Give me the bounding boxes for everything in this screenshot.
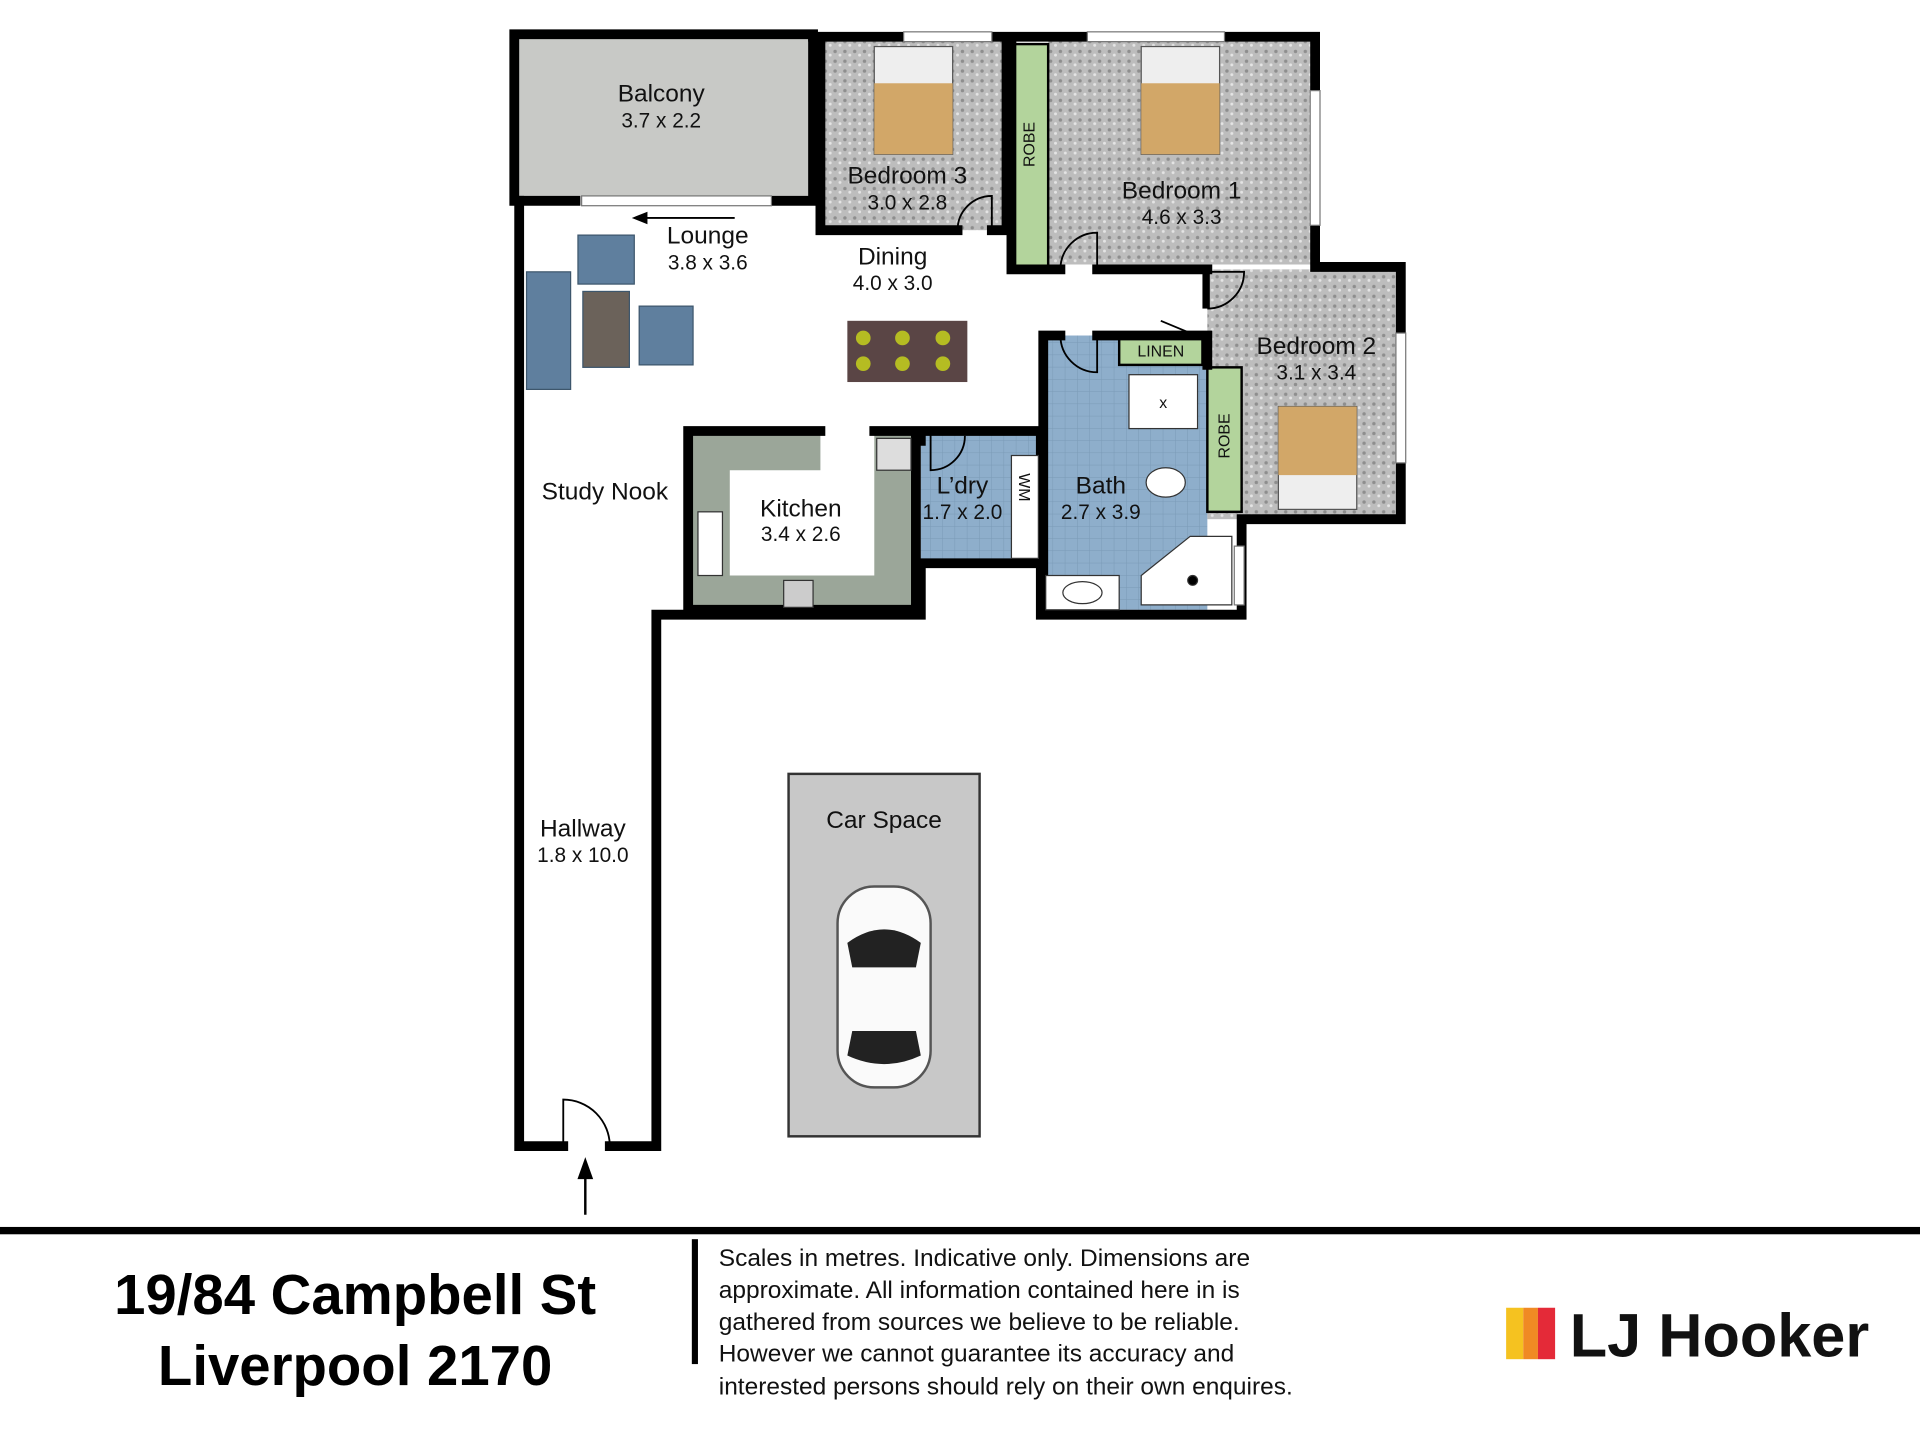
entry-arrow-icon <box>577 1157 594 1215</box>
balcony-dims: 3.7 x 2.2 <box>621 109 701 132</box>
doors <box>562 194 1246 1147</box>
walls <box>509 29 1406 1152</box>
kitchen-label: Kitchen <box>760 496 842 523</box>
beds <box>873 45 1358 510</box>
laundry-dims: 1.7 x 2.0 <box>923 501 1003 524</box>
kitchen-dims: 3.4 x 2.6 <box>761 523 841 546</box>
robe2 <box>1206 366 1243 514</box>
bedroom1-dims: 4.6 x 3.3 <box>1142 206 1222 229</box>
bath-label: Bath <box>1076 472 1126 499</box>
lounge-label: Lounge <box>667 223 749 250</box>
lounge-dims: 3.8 x 3.6 <box>668 251 748 274</box>
car-icon <box>836 885 932 1089</box>
bath-dims: 2.7 x 3.9 <box>1061 501 1141 524</box>
bedroom3-dims: 3.0 x 2.8 <box>867 191 947 214</box>
disclaimer-line: approximate. All information contained h… <box>719 1277 1240 1304</box>
bath-fixtures <box>697 374 1233 611</box>
lounge-furniture <box>525 234 694 391</box>
dining-label: Dining <box>858 243 927 270</box>
footer-separator <box>691 1239 698 1365</box>
disclaimer-line: However we cannot guarantee its accuracy… <box>719 1341 1235 1368</box>
disclaimer-line: interested persons should rely on their … <box>719 1374 1293 1401</box>
balcony-label: Balcony <box>618 81 706 108</box>
study-label: Study Nook <box>542 479 669 506</box>
x-mark: x <box>1159 395 1167 412</box>
hallway-dims: 1.8 x 10.0 <box>537 844 628 867</box>
disclaimer-line: Scales in metres. Indicative only. Dimen… <box>719 1245 1250 1272</box>
balcony-floor <box>514 34 814 196</box>
dining-table <box>847 320 968 383</box>
windows <box>581 31 1407 606</box>
bedroom2-dims: 3.1 x 3.4 <box>1276 362 1356 385</box>
dining-dims: 4.0 x 3.0 <box>853 272 933 295</box>
laundry-label: L’dry <box>937 472 989 499</box>
bedroom1-label: Bedroom 1 <box>1122 177 1242 204</box>
footer-divider <box>0 1226 1920 1235</box>
bedroom2-label: Bedroom 2 <box>1256 333 1376 360</box>
address-line1: 19/84 Campbell St <box>114 1263 596 1326</box>
kitchen-floor <box>729 431 875 576</box>
brand-name: LJ Hooker <box>1570 1302 1869 1370</box>
lj-hooker-logo: LJ Hooker <box>1506 1302 1869 1370</box>
linen-label: LINEN <box>1137 343 1184 360</box>
bedroom3-label: Bedroom 3 <box>847 163 967 190</box>
address-line2: Liverpool 2170 <box>158 1334 552 1397</box>
wm-label: WM <box>1015 473 1032 501</box>
car-space-label: Car Space <box>826 807 942 834</box>
disclaimer-line: gathered from sources we believe to be r… <box>719 1309 1240 1336</box>
robe1-label: ROBE <box>1022 122 1039 167</box>
robe2-label: ROBE <box>1216 413 1233 458</box>
hallway-label: Hallway <box>540 815 626 842</box>
